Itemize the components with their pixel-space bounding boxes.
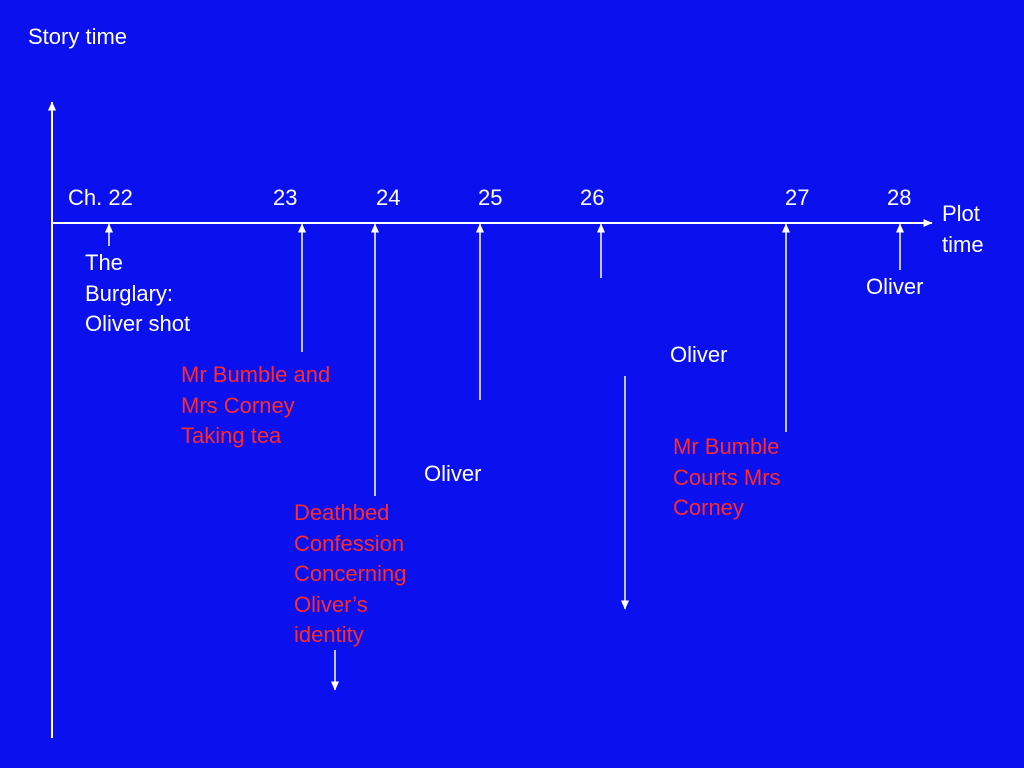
event-line: Concerning xyxy=(294,561,407,586)
event-deathbed: Deathbed Confession Concerning Oliver’s … xyxy=(294,498,407,651)
event-oliver-28: Oliver xyxy=(866,274,924,299)
event-line: Oliver shot xyxy=(85,311,191,336)
chapter-label-23: 23 xyxy=(273,185,298,210)
event-line: The xyxy=(85,250,123,275)
event-burglary: The Burglary: Oliver shot xyxy=(85,248,190,340)
story-time-label: Story time xyxy=(28,24,128,49)
event-bumble-tea: Mr Bumble and Mrs Corney Taking tea xyxy=(181,360,330,452)
event-line: Taking tea xyxy=(181,423,282,448)
chapter-label-22: Ch. 22 xyxy=(68,185,133,210)
plot-time-label: Plot time xyxy=(942,199,984,260)
event-oliver-26: Oliver xyxy=(670,342,728,367)
event-bumble-courts: Mr Bumble Courts Mrs Corney xyxy=(673,432,781,524)
event-line: Deathbed xyxy=(294,500,390,525)
event-line: Mrs Corney xyxy=(181,392,295,418)
chapter-label-24: 24 xyxy=(376,185,401,210)
event-line: Burglary: xyxy=(85,280,174,306)
event-line: Mr Bumble xyxy=(673,434,780,459)
plot-time-label-line: time xyxy=(942,231,984,257)
event-line: Confession xyxy=(294,530,405,556)
chapter-label-25: 25 xyxy=(478,185,503,210)
chapter-label-26: 26 xyxy=(580,185,605,210)
chapter-label-27: 27 xyxy=(785,185,810,210)
plot-time-label-line: Plot xyxy=(942,201,980,226)
event-line: Courts Mrs xyxy=(673,464,781,490)
event-oliver-25: Oliver xyxy=(424,461,482,486)
event-line: Corney xyxy=(673,495,744,520)
event-line: Oliver’s xyxy=(294,591,368,617)
chapter-label-28: 28 xyxy=(887,185,912,210)
event-line: Mr Bumble and xyxy=(181,362,331,387)
event-line: identity xyxy=(294,622,364,647)
